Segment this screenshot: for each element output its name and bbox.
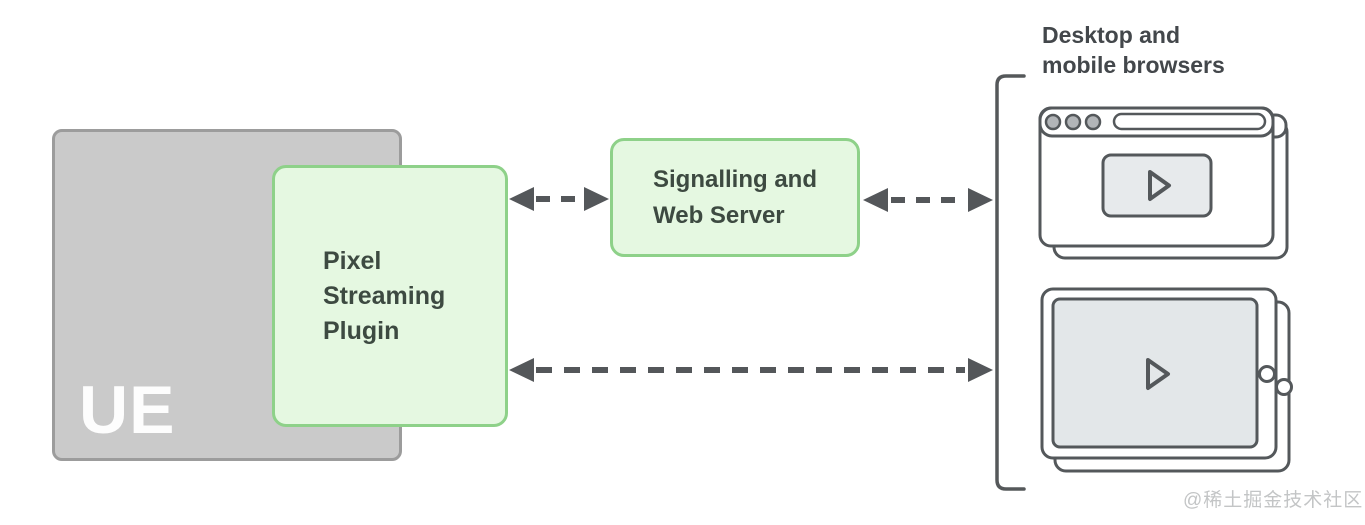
tablet-icon <box>1038 285 1294 477</box>
arrow-head-left <box>863 188 888 212</box>
plugin-label-line: Pixel <box>323 246 382 275</box>
desktop-browser-icon-svg <box>1038 106 1289 260</box>
traffic-light-dot <box>1084 113 1102 131</box>
signalling-label-line: Web Server <box>653 201 785 229</box>
ue-label: UE <box>79 372 176 448</box>
browsers-group-label-line: mobile browsers <box>1042 52 1225 78</box>
play-icon <box>1148 170 1171 201</box>
plugin-label-line: Plugin <box>323 316 400 345</box>
arrow-signalling-browsers <box>863 188 993 212</box>
pixel-streaming-plugin-box: Pixel Streaming Plugin <box>272 165 508 427</box>
play-icon <box>1146 358 1170 390</box>
traffic-light-dot <box>1064 113 1082 131</box>
browsers-group-label: Desktop and mobile browsers <box>1042 20 1225 80</box>
arrow-head-right <box>968 358 993 382</box>
arrow-head-right <box>968 188 993 212</box>
signalling-web-server-box: Signalling and Web Server <box>610 138 860 257</box>
address-bar <box>1112 112 1267 131</box>
desktop-browser-icon <box>1038 105 1294 265</box>
arrow-head-left <box>509 187 534 211</box>
tablet-screen <box>1051 297 1259 449</box>
signalling-label-line: Signalling and <box>653 165 818 193</box>
arrow-plugin-browsers <box>509 358 993 382</box>
arrow-plugin-signalling <box>509 187 609 211</box>
video-area <box>1101 153 1213 218</box>
browsers-group-bracket <box>995 74 1026 491</box>
arrow-head-left <box>509 358 534 382</box>
tablet-icon-svg <box>1040 287 1293 473</box>
watermark: @稀土掘金技术社区 <box>1183 490 1364 511</box>
traffic-light-dot <box>1044 113 1062 131</box>
tablet-back-home-button <box>1275 378 1293 396</box>
arrow-head-right <box>584 187 609 211</box>
plugin-label-line: Streaming <box>323 281 446 310</box>
browsers-group-label-line: Desktop and <box>1042 22 1181 48</box>
tablet-home-button <box>1258 365 1276 383</box>
